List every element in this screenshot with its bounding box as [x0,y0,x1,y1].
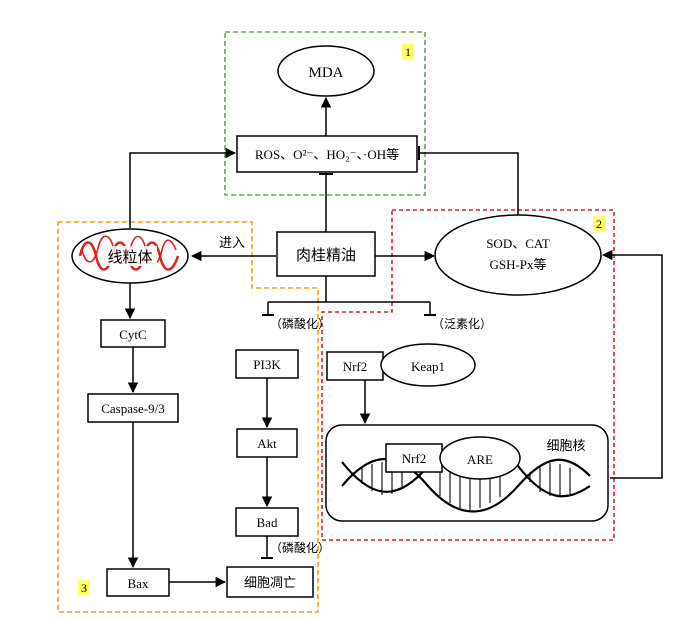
ros-node [236,135,418,173]
apoptosis-label: 细胞凋亡 [244,576,296,591]
sod-label-line1: SOD、CAT [486,236,550,251]
apoptosis-node [226,566,314,598]
ros-label: ROS、O²⁻、HO₂⁻、·OH等 [255,147,399,162]
nucleus-label: 细胞核 [546,439,585,454]
region-2-number: 2 [596,217,602,231]
region-1-badge [402,44,414,59]
pi3k-label: PI3K [253,357,281,372]
keap1-node [380,343,476,387]
bad-node [235,507,299,537]
oil-branch [268,276,430,303]
akt-node [236,428,298,458]
ubiquitination-label: （泛素化） [432,317,492,331]
inhibit-sod-ros [419,152,519,218]
bax-label: Bax [128,576,149,591]
mda-node [277,45,375,97]
mda-label: MDA [308,65,343,81]
dna-strand-a [341,458,591,513]
pi3k-node [235,349,299,379]
arrow-mito-ros [129,147,237,228]
region-1-frame [224,31,426,196]
bad-label: Bad [257,515,278,530]
are-node [439,436,521,480]
enter-label: 进入 [219,236,245,251]
region-2-frame [321,209,615,541]
akt-label: Akt [257,436,277,451]
phosphorylation-label-2: （磷酸化） [270,540,330,555]
sod-label-line2: GSH-Px等 [489,257,546,272]
region-3-number: 3 [81,581,87,595]
cytc-node [100,319,166,348]
mito-label: 线粒体 [107,248,152,266]
caspase-label: Caspase-9/3 [101,401,165,416]
phosphorylation-label-1: （磷酸化） [270,316,330,331]
nrf2-nucleus-node [385,443,443,473]
region-3-badge [78,580,90,595]
region-3-frame [57,221,319,613]
nrf2-label: Nrf2 [343,359,368,374]
cytc-label: CytC [119,327,146,342]
region-2-badge [593,216,605,231]
are-label: ARE [467,452,493,467]
keap1-label: Keap1 [411,359,445,374]
oil-label: 肉桂精油 [296,246,356,264]
arrow-nucleus-sod [601,249,663,479]
nrf2-nucleus-label: Nrf2 [402,451,427,466]
region-1-number: 1 [405,45,411,59]
sod-node [434,214,602,296]
mito-label-bg [103,246,157,266]
